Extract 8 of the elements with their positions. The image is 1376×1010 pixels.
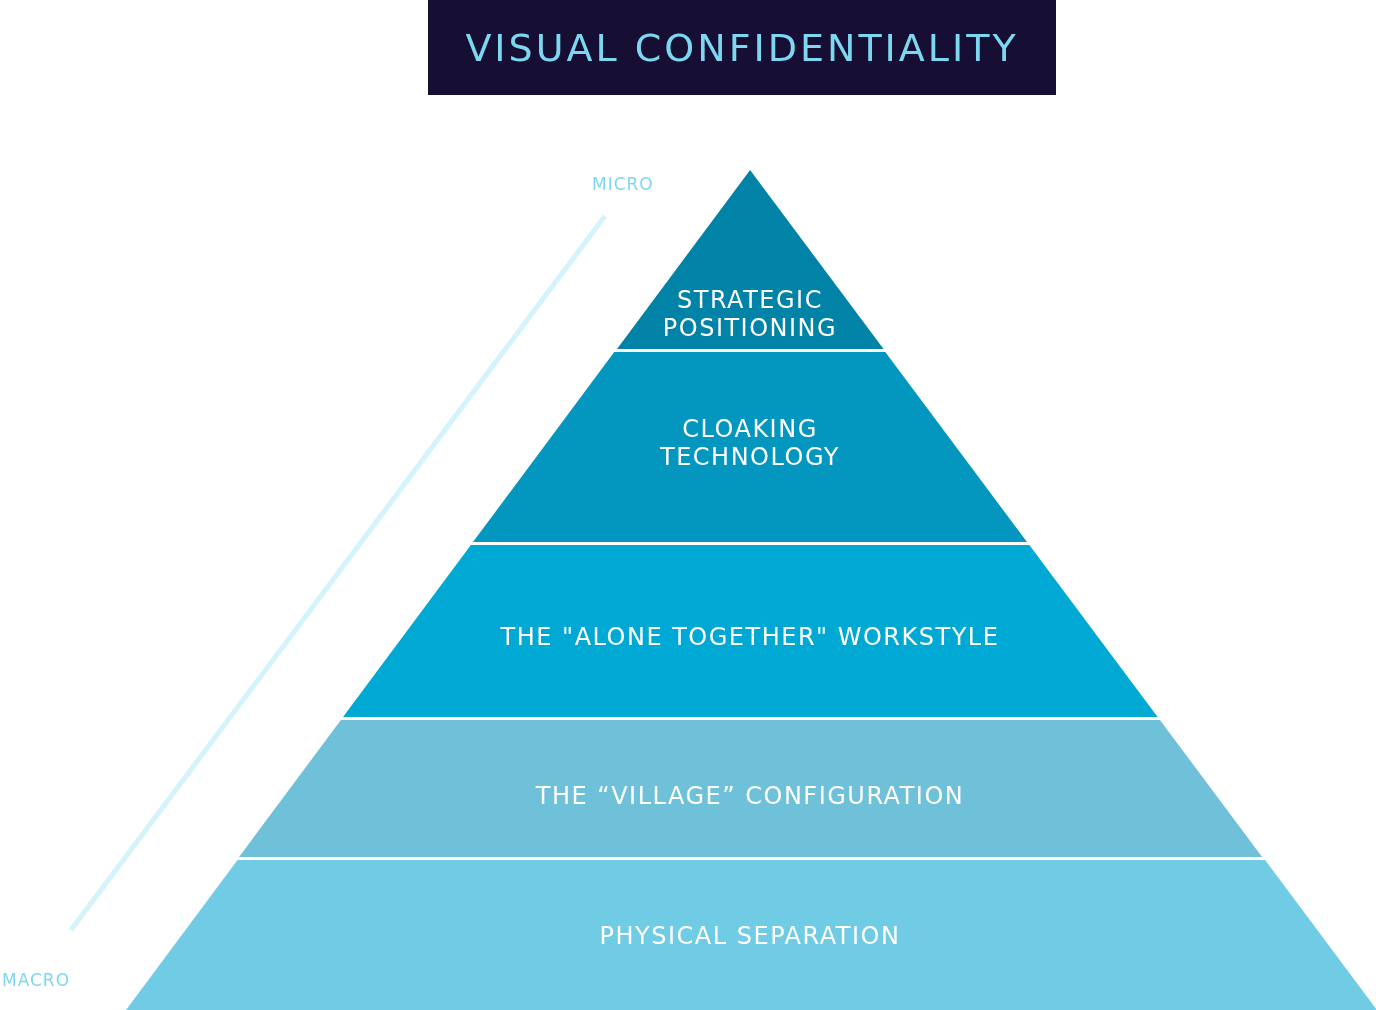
tier-label: CLOAKING TECHNOLOGY xyxy=(659,415,841,471)
tier-label: PHYSICAL SEPARATION xyxy=(598,922,902,950)
scale-label: MICRO xyxy=(592,174,654,194)
tier-label: THE “VILLAGE” CONFIGURATION xyxy=(534,782,966,810)
scale-label: MACRO xyxy=(2,970,71,990)
tier-label: STRATEGIC POSITIONING xyxy=(661,286,839,342)
title: VISUAL CONFIDENTIALITY xyxy=(465,25,1019,70)
tier-label: THE "ALONE TOGETHER" WORKSTYLE xyxy=(499,623,1001,651)
